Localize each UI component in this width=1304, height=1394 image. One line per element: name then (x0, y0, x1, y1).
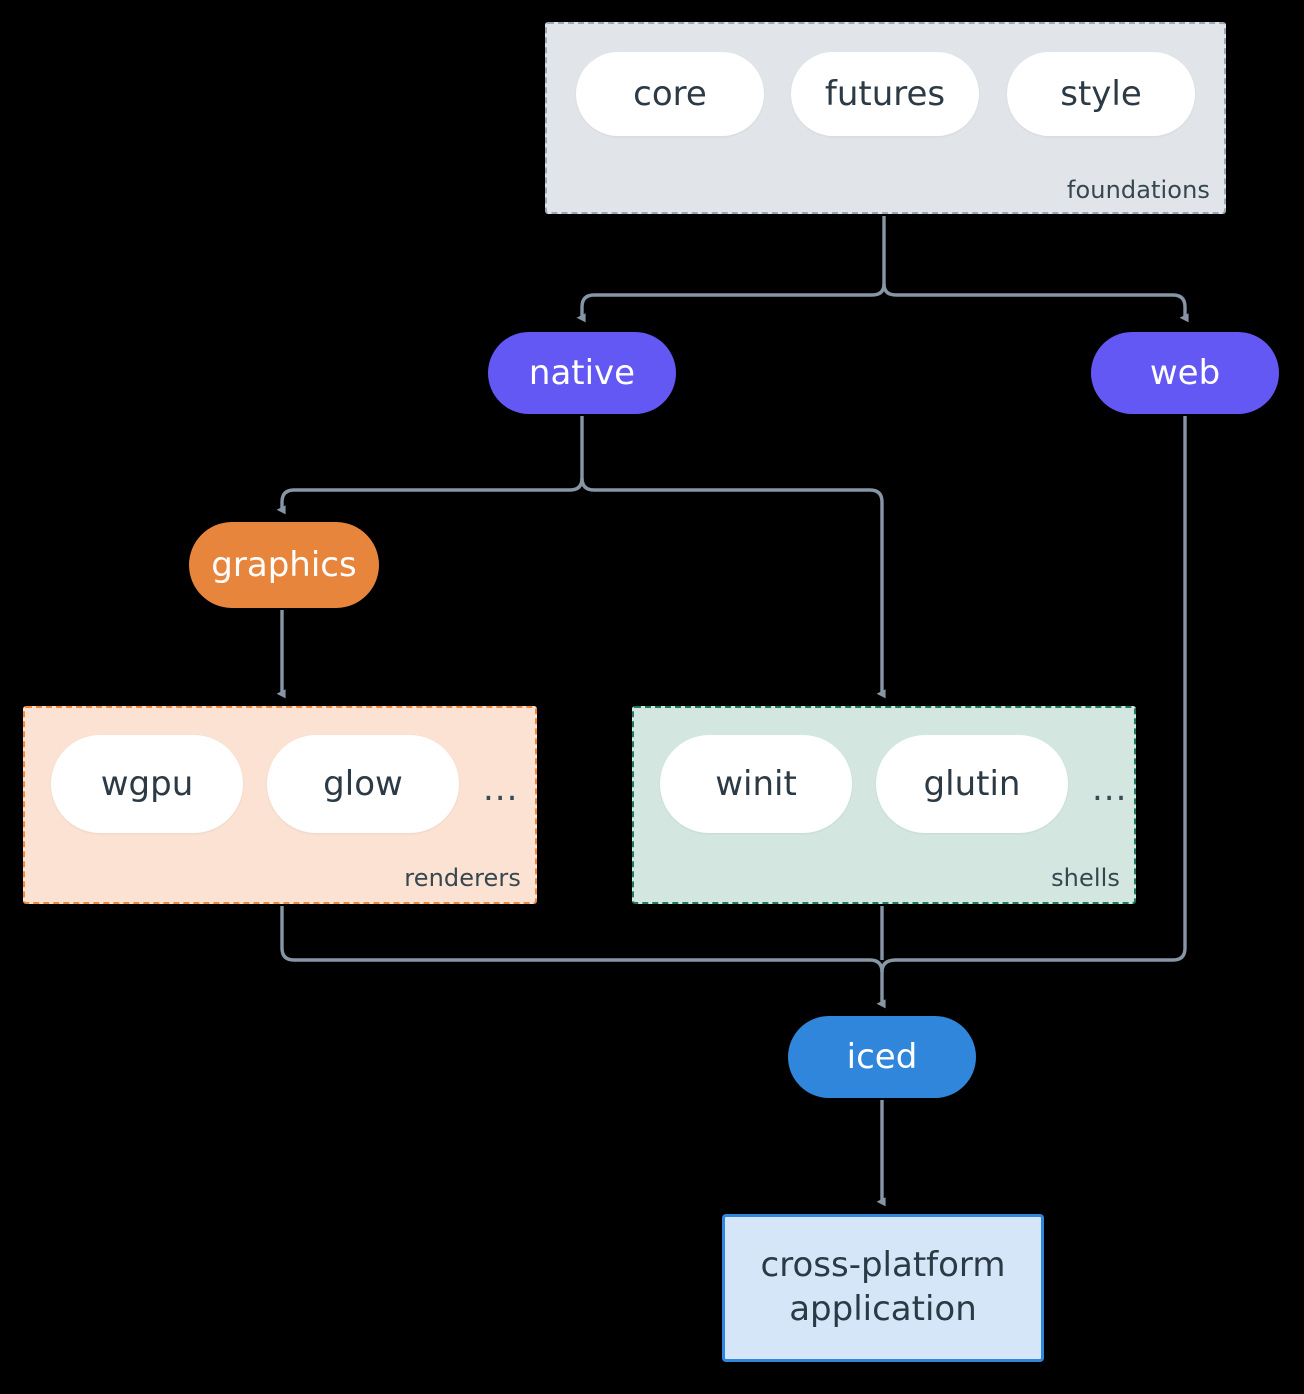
node-graphics-label: graphics (211, 545, 357, 585)
node-web[interactable]: web (1091, 332, 1279, 414)
node-glow-label: glow (323, 764, 403, 804)
node-native[interactable]: native (488, 332, 676, 414)
application-label-line2: application (789, 1289, 977, 1329)
node-cross-platform-application[interactable]: cross-platform application (722, 1214, 1044, 1362)
node-style-label: style (1060, 74, 1142, 114)
shells-more-ellipsis: ... (1092, 769, 1128, 809)
edge-native-to-shells (580, 477, 886, 699)
node-winit[interactable]: winit (660, 735, 852, 833)
node-style[interactable]: style (1007, 52, 1195, 136)
node-core[interactable]: core (576, 52, 764, 136)
node-wgpu-label: wgpu (100, 764, 194, 804)
edge-merge-to-iced (869, 958, 886, 1009)
edge-merge-right-to-iced (880, 958, 897, 973)
node-futures[interactable]: futures (791, 52, 979, 136)
cluster-shells-label: shells (1051, 864, 1120, 892)
edge-renderers-to-merge (280, 906, 870, 962)
node-iced-label: iced (846, 1037, 918, 1077)
cluster-renderers: wgpu glow ... renderers (23, 706, 537, 904)
node-glutin-label: glutin (923, 764, 1021, 804)
application-label-line1: cross-platform (760, 1245, 1006, 1286)
edge-foundations-to-native (576, 283, 886, 323)
edge-foundations-to-web (882, 283, 1189, 323)
node-web-label: web (1149, 353, 1221, 393)
cluster-foundations: core futures style foundations (545, 22, 1226, 214)
renderers-more-ellipsis: ... (483, 769, 519, 809)
node-iced[interactable]: iced (788, 1016, 976, 1098)
node-glutin[interactable]: glutin (876, 735, 1068, 833)
node-graphics[interactable]: graphics (189, 522, 379, 608)
node-winit-label: winit (715, 764, 797, 804)
cluster-foundations-label: foundations (1066, 176, 1210, 204)
node-futures-label: futures (824, 74, 946, 114)
edge-native-to-graphics (276, 477, 584, 515)
node-core-label: core (633, 74, 707, 114)
cluster-shells: winit glutin ... shells (632, 706, 1136, 904)
node-glow[interactable]: glow (267, 735, 459, 833)
node-native-label: native (528, 353, 636, 393)
node-wgpu[interactable]: wgpu (51, 735, 243, 833)
cluster-renderers-label: renderers (404, 864, 521, 892)
